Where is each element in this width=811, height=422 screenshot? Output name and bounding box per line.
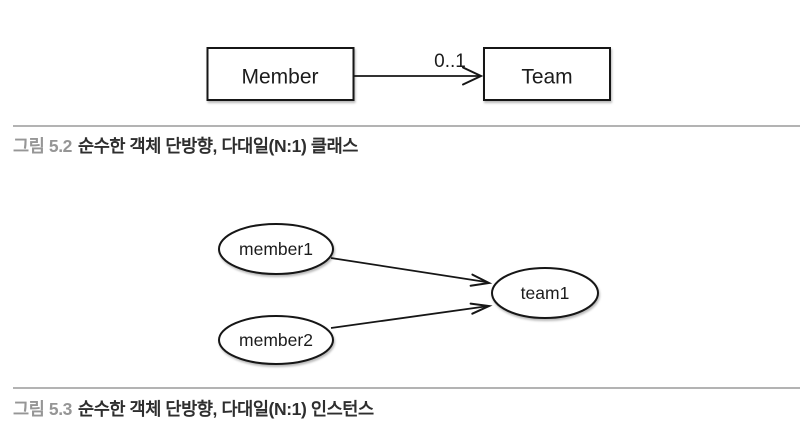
team-class-label: Team bbox=[521, 66, 572, 89]
member-class-box bbox=[206, 47, 355, 101]
team1-instance-ellipse bbox=[491, 267, 599, 319]
figure-5-3-caption: 그림 5.3 순수한 객체 단방향, 다대일(N:1) 인스턴스 bbox=[13, 396, 374, 421]
figure-5-2-number: 그림 5.2 bbox=[13, 136, 72, 156]
member1-instance-label: member1 bbox=[239, 239, 313, 259]
figure-5-2-title: 순수한 객체 단방향, 다대일(N:1) 클래스 bbox=[78, 136, 358, 156]
figure-5-3-number: 그림 5.3 bbox=[13, 399, 72, 419]
team1-instance-label: team1 bbox=[521, 283, 570, 303]
member2-instance-label: member2 bbox=[239, 330, 313, 350]
member2-to-team1-arrowhead-icon bbox=[469, 302, 493, 315]
member1-to-team1-arrowhead-icon bbox=[469, 273, 493, 287]
multiplicity-label: 0..1 bbox=[434, 51, 466, 72]
member2-to-team1-arrow-line bbox=[330, 305, 487, 329]
figure-5-2-divider bbox=[13, 125, 800, 127]
member2-instance-ellipse bbox=[218, 315, 334, 365]
team-class-box bbox=[483, 47, 611, 101]
instance-diagram: member1 member2 team1 bbox=[218, 223, 599, 365]
member1-to-team1-arrow-line bbox=[330, 257, 487, 283]
member1-instance-ellipse bbox=[218, 223, 334, 275]
figure-5-3-divider bbox=[13, 387, 800, 389]
figure-5-2-caption: 그림 5.2 순수한 객체 단방향, 다대일(N:1) 클래스 bbox=[13, 133, 358, 158]
figure-5-3-title: 순수한 객체 단방향, 다대일(N:1) 인스턴스 bbox=[78, 399, 374, 419]
class-diagram: Member Team 0..1 bbox=[206, 47, 611, 101]
association-arrowhead-icon bbox=[462, 66, 484, 86]
member-class-label: Member bbox=[241, 66, 318, 89]
